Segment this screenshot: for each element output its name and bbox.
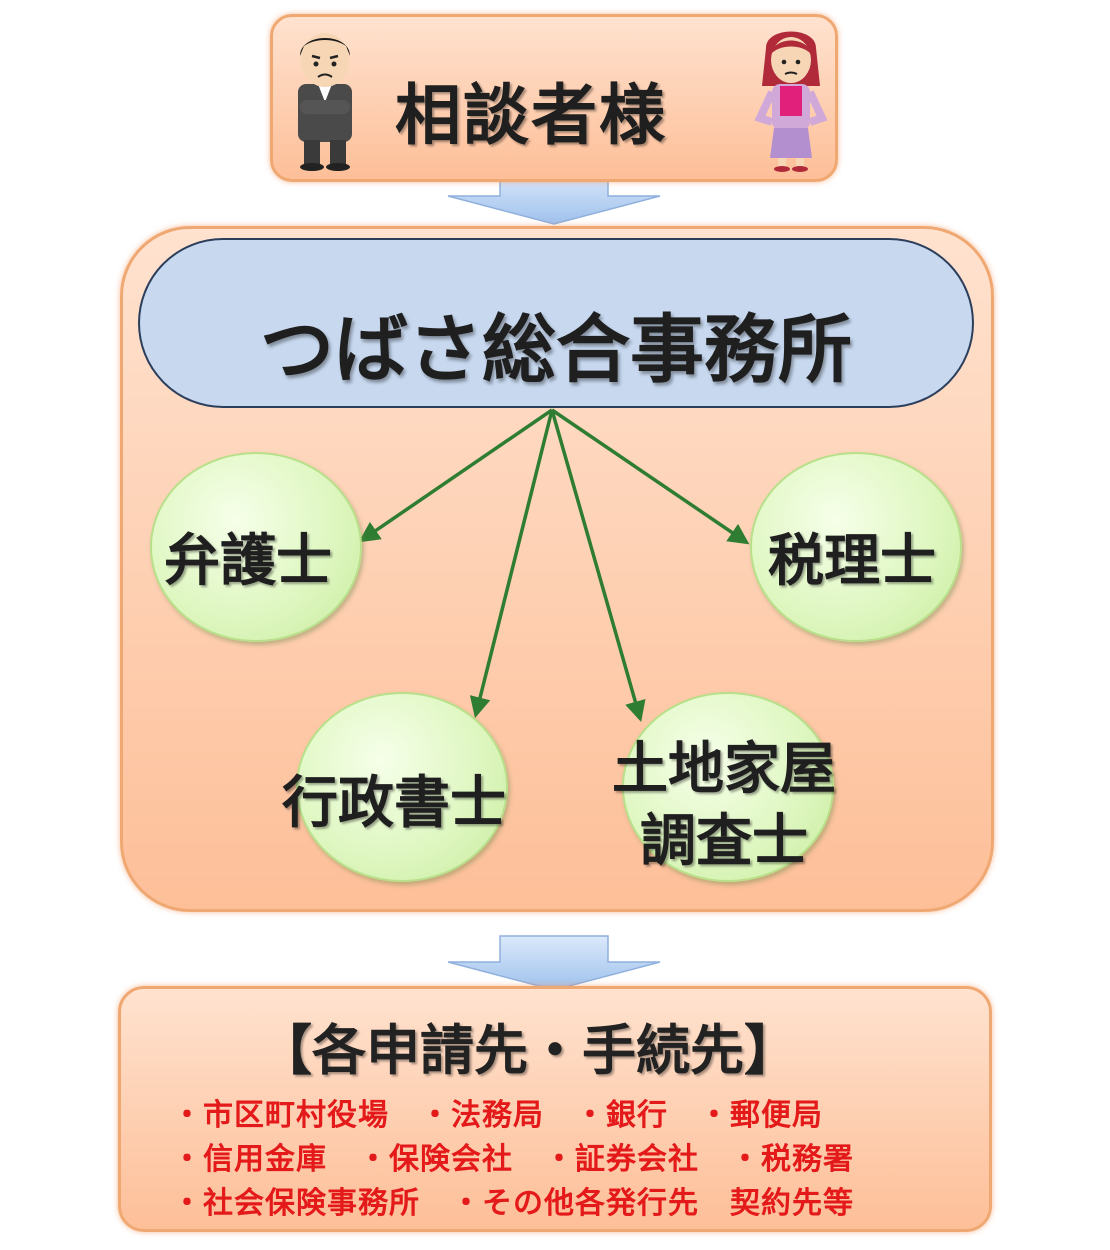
administrative-scrivener-circle [296, 692, 508, 882]
connector-to-tax-accountant [551, 408, 750, 545]
client-box [270, 14, 838, 182]
connector-to-administrative-scrivener [469, 409, 554, 719]
tax-accountant-circle [750, 452, 962, 642]
lawyer-label: 弁護士 [164, 529, 332, 594]
destinations-title: 【各申請先・手続先】 [258, 1019, 798, 1082]
client-title: 相談者様 [395, 77, 667, 154]
land-surveyor-label-line1: 土地家屋 [612, 737, 836, 802]
worried-man-icon [298, 33, 352, 171]
administrative-scrivener-label: 行政書士 [282, 771, 506, 836]
office-name-pill [138, 238, 974, 408]
office-title: つばさ総合事務所 [260, 307, 852, 393]
tax-accountant-label: 税理士 [768, 529, 936, 594]
land-surveyor-label-line2: 調査士 [640, 809, 808, 874]
flow-arrow-to-destinations [447, 935, 661, 991]
destinations-line: ・社会保険事務所 ・その他各発行先 契約先等 [172, 1186, 854, 1221]
lawyer-circle [150, 452, 362, 642]
destinations-line: ・信用金庫 ・保険会社 ・証券会社 ・税務署 [172, 1142, 854, 1177]
destinations-line: ・市区町村役場 ・法務局 ・銀行 ・郵便局 [172, 1098, 823, 1133]
worried-woman-icon [754, 31, 828, 172]
land-surveyor-circle [622, 692, 834, 882]
destinations-box [118, 986, 992, 1232]
connector-to-land-surveyor [550, 409, 646, 723]
connector-to-lawyer [358, 408, 553, 543]
